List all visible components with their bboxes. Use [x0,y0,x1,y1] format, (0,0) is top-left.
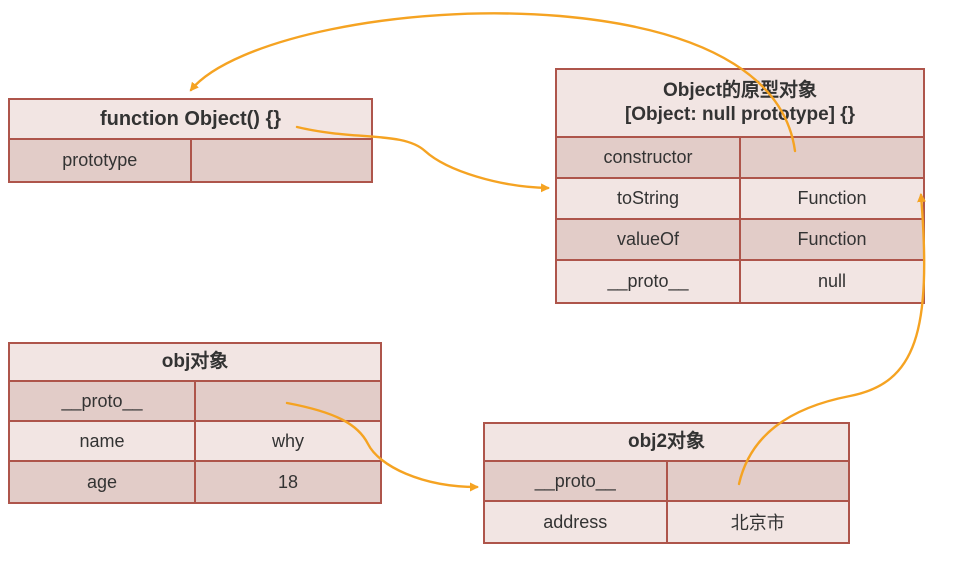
object-prototype-table-title: Object的原型对象 [Object: null prototype] {} [557,70,923,138]
property-name-cell: address [485,502,668,542]
property-name-cell: __proto__ [557,261,741,302]
property-value-cell: 北京市 [730,513,785,533]
obj-table-title: obj对象 [10,344,380,382]
property-name-cell: prototype [10,140,192,181]
function-object-table: function Object() {} prototype [8,98,373,183]
table-row: valueOf Function [557,220,923,261]
table-row: address 北京市 [485,502,848,542]
property-name-cell: __proto__ [10,382,196,420]
obj2-table-rows: __proto__address 北京市 [485,462,848,542]
property-name-cell: name [10,422,196,460]
table-row: toString Function [557,179,923,220]
table-title-text: function Object() {} [99,107,282,130]
table-row: __proto__ null [557,261,923,302]
function-object-table-rows: prototype [10,140,371,181]
table-title-text: obj对象 [161,351,229,373]
property-name-cell: valueOf [557,220,741,259]
object-prototype-table: Object的原型对象 [Object: null prototype] {} … [555,68,925,304]
property-value-cell [196,382,380,420]
property-value-cell: Function [797,229,867,249]
table-row: __proto__ [10,382,380,422]
property-value-cell: why [271,430,304,451]
table-row: __proto__ [485,462,848,502]
table-title-text: obj2对象 [627,431,706,453]
table-row: age 18 [10,462,380,502]
table-row: constructor [557,138,923,179]
property-value-cell: Function [797,188,867,208]
table-title-line2: [Object: null prototype] {} [624,104,856,125]
property-value-cell [668,462,849,500]
property-value-cell [192,140,372,181]
table-title-line1: Object的原型对象 [662,80,818,102]
table-row: prototype [10,140,371,181]
obj-table-rows: __proto__name why age 18 [10,382,380,502]
obj2-table: obj2对象 __proto__address 北京市 [483,422,850,544]
table-row: name why [10,422,380,462]
property-name-cell: toString [557,179,741,218]
property-name-cell: constructor [557,138,741,177]
property-name-cell: age [10,462,196,502]
property-value-cell [741,138,923,177]
obj-table: obj对象 __proto__name why age 18 [8,342,382,504]
function-object-table-title: function Object() {} [10,100,371,140]
property-value-cell: null [817,271,847,291]
obj2-table-title: obj2对象 [485,424,848,462]
property-value-cell: 18 [277,471,299,492]
property-name-cell: __proto__ [485,462,668,500]
